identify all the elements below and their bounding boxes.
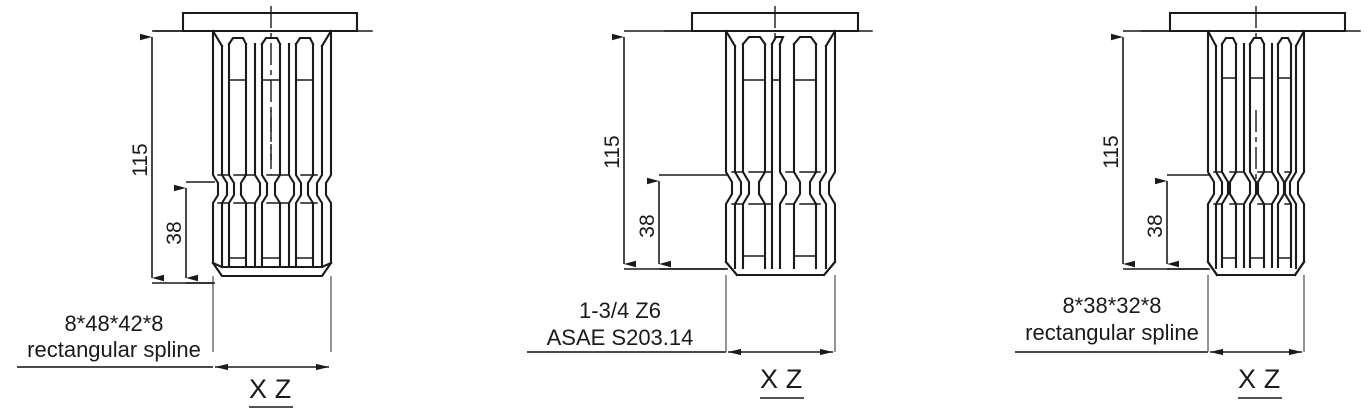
view-middle: 115 38 1-3/4 Z6 ASAE S203.14 X Z — [527, 6, 873, 399]
right-dim-115: 115 — [1100, 30, 1208, 270]
middle-note: 1-3/4 Z6 ASAE S203.14 — [527, 298, 726, 353]
left-note: 8*48*42*8 rectangular spline — [17, 311, 213, 368]
right-dim-38-label: 38 — [1144, 214, 1167, 237]
right-note-line1: 8*38*32*8 — [1062, 293, 1161, 318]
left-surface-symbol: X Z — [249, 374, 293, 408]
middle-note-line2: ASAE S203.14 — [547, 325, 694, 350]
right-dim-115-label: 115 — [1100, 135, 1123, 168]
left-spline-body — [211, 29, 333, 278]
left-note-line2: rectangular spline — [27, 337, 201, 362]
middle-dim-38: 38 — [636, 174, 728, 270]
left-dim-115-label: 115 — [129, 143, 152, 176]
right-surface-symbol: X Z — [1238, 364, 1282, 399]
middle-spline-body — [724, 29, 837, 277]
left-symbol-z: Z — [275, 374, 292, 404]
right-note: 8*38*32*8 rectangular spline — [1015, 293, 1208, 353]
middle-note-line1: 1-3/4 Z6 — [579, 298, 661, 323]
right-symbol-x: X — [1238, 364, 1256, 394]
middle-symbol-x: X — [760, 364, 778, 394]
left-note-line1: 8*48*42*8 — [64, 311, 163, 336]
middle-dim-115-label: 115 — [601, 135, 624, 168]
view-right: 115 38 8*38*32*8 rectangular spline X Z — [1015, 6, 1361, 399]
right-dim-38: 38 — [1144, 174, 1210, 270]
view-left: 115 38 8*48*42*8 rectangular spline X Z — [17, 6, 373, 408]
left-dim-38: 38 — [163, 181, 215, 284]
middle-surface-symbol: X Z — [760, 364, 804, 399]
middle-symbol-z: Z — [786, 364, 803, 394]
right-spline-body — [1206, 29, 1306, 277]
left-symbol-x: X — [249, 374, 267, 404]
left-dim-38-label: 38 — [163, 221, 186, 244]
right-note-line2: rectangular spline — [1025, 320, 1199, 345]
right-symbol-z: Z — [1264, 364, 1281, 394]
middle-dim-38-label: 38 — [636, 214, 659, 237]
